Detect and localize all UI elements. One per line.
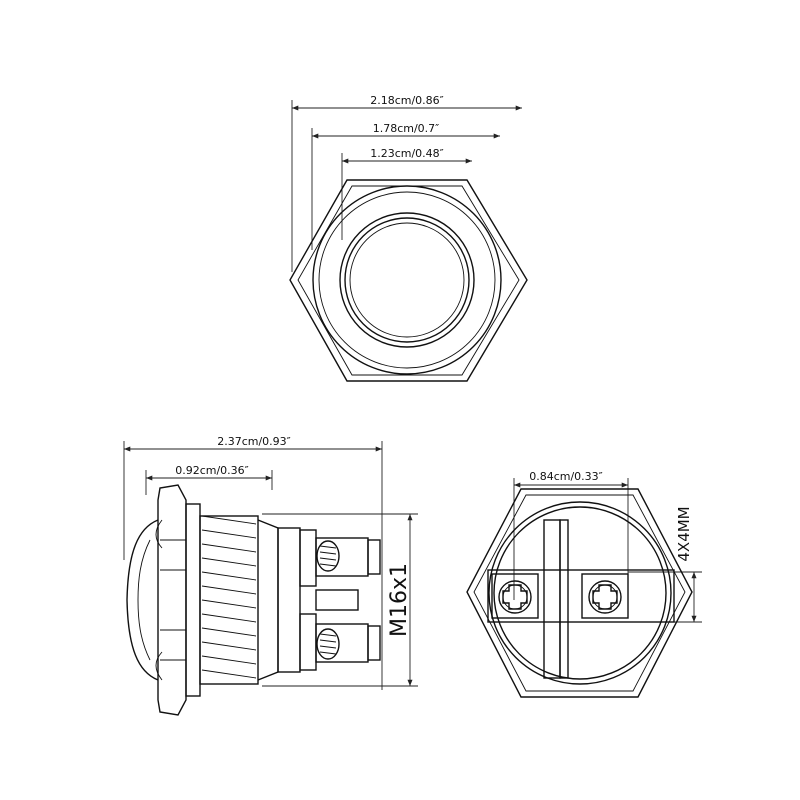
back-dim-spacing-label: 0.84cm/0.33″ xyxy=(529,470,603,483)
thread-size-label: M16x1 xyxy=(387,563,412,637)
back-outer-ring xyxy=(488,501,672,685)
side-dim-length-label: 2.37cm/0.93″ xyxy=(217,435,291,448)
side-rear-housing xyxy=(257,519,279,681)
side-bezel xyxy=(157,484,187,716)
back-terminal-block xyxy=(487,569,675,623)
back-screw-left xyxy=(491,573,539,619)
side-dome-cap xyxy=(126,519,159,681)
side-hex-nut xyxy=(185,503,201,697)
top-ring-2 xyxy=(318,191,496,369)
top-dim-outer-label: 2.18cm/0.86″ xyxy=(370,94,444,107)
top-hex-nut-inner xyxy=(297,185,520,376)
side-terminal-lower xyxy=(299,613,381,671)
top-view: 2.18cm/0.86″ 1.78cm/0.7″ 1.23cm/0.48″ xyxy=(289,94,528,382)
side-threaded-body xyxy=(199,515,259,685)
side-view: 2.37cm/0.93″ 0.92cm/0.36″ M16x1 xyxy=(123,435,418,716)
side-center-tab xyxy=(315,589,359,611)
top-dim-inner-label: 1.23cm/0.48″ xyxy=(370,147,444,160)
top-outer-ring xyxy=(312,185,502,375)
top-button-cap xyxy=(344,217,470,343)
back-screw-right xyxy=(581,573,629,619)
top-dim-lines xyxy=(291,100,522,272)
back-hex-nut-inner xyxy=(473,494,686,692)
back-view: 0.84cm/0.33″ 4X4MM xyxy=(466,470,702,698)
top-dim-mid-label: 1.78cm/0.7″ xyxy=(373,122,440,135)
back-hex-nut xyxy=(466,488,693,698)
side-dim-head-label: 0.92cm/0.36″ xyxy=(175,464,249,477)
top-hex-nut xyxy=(289,179,528,382)
side-terminal-upper xyxy=(299,529,381,587)
side-dim-lines xyxy=(123,441,418,690)
top-bezel-ring xyxy=(339,212,475,348)
side-thread-lines xyxy=(201,515,257,679)
back-inner-ring xyxy=(493,506,667,680)
screw-size-label: 4X4MM xyxy=(675,506,693,561)
top-button-cap-inner xyxy=(349,222,465,338)
